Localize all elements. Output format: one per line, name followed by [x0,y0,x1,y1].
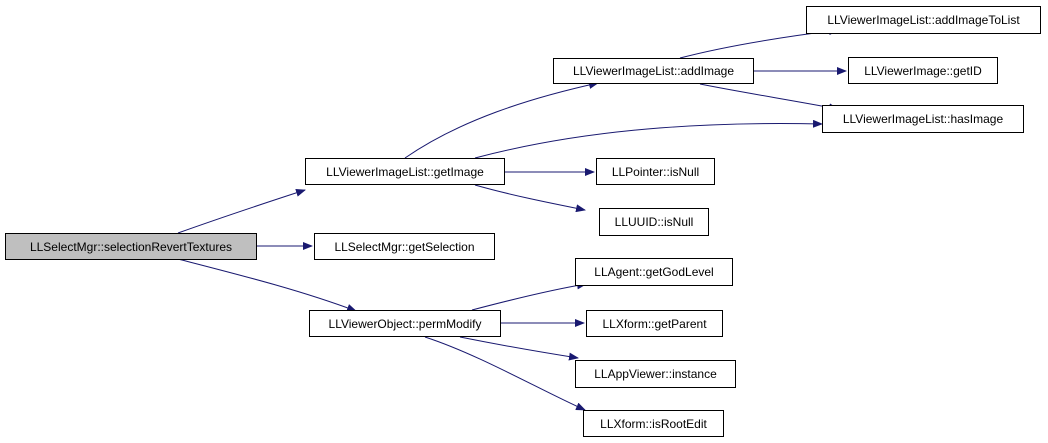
node-get-id[interactable]: LLViewerImage::getID [848,57,998,84]
node-get-image[interactable]: LLViewerImageList::getImage [305,158,505,185]
node-app-viewer-instance[interactable]: LLAppViewer::instance [575,360,736,388]
node-selection-revert-textures: LLSelectMgr::selectionRevertTextures [5,233,257,260]
node-is-root-edit[interactable]: LLXform::isRootEdit [583,410,724,437]
node-uuid-is-null[interactable]: LLUUID::isNull [599,208,709,236]
node-pointer-is-null[interactable]: LLPointer::isNull [596,158,715,185]
edge-getimage-to-addimage [404,81,599,159]
node-get-parent[interactable]: LLXform::getParent [586,310,723,337]
edge-root-to-getimage [177,188,306,234]
edge-addimage-to-hasimage [699,83,839,112]
node-add-image-to-list[interactable]: LLViewerImageList::addImageToList [806,6,1041,34]
node-perm-modify[interactable]: LLViewerObject::permModify [309,310,501,337]
edge-permmodify-to-isrootedit [424,336,586,411]
node-get-god-level[interactable]: LLAgent::getGodLevel [575,258,733,286]
edge-addimage-to-addimagetolist [679,27,839,59]
node-add-image[interactable]: LLViewerImageList::addImage [553,58,754,84]
edge-permmodify-to-getgodlevel [471,281,587,311]
node-get-selection[interactable]: LLSelectMgr::getSelection [314,233,495,260]
edge-getimage-to-hasimage [474,119,823,159]
edge-permmodify-to-instance [459,336,579,361]
edge-getimage-to-uuidisnull [474,184,586,213]
node-has-image[interactable]: LLViewerImageList::hasImage [822,105,1024,133]
edge-root-to-permmodify [177,258,357,312]
